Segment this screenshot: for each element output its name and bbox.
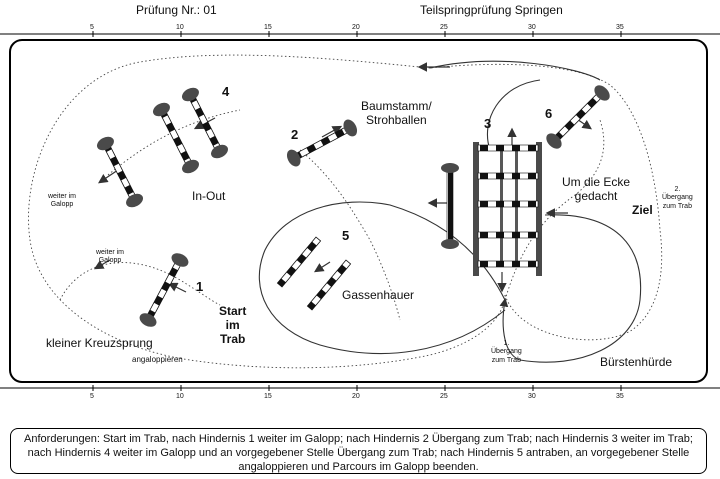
bottom-tick-label: 15: [264, 393, 272, 400]
obstacle-number-3: 3: [484, 116, 492, 131]
bottom-tick-label: 5: [90, 393, 94, 400]
obstacle-4a: [97, 136, 143, 208]
top-tick-label: 5: [90, 24, 94, 31]
obstacle-1: [139, 253, 189, 327]
requirements-text: Anforderungen: Start im Trab, nach Hinde…: [10, 428, 707, 474]
obstacle-2: [286, 119, 358, 167]
bottom-tick-label: 20: [352, 393, 360, 400]
obstacle-3-grid: [473, 142, 542, 276]
exam-number: Prüfung Nr.: 01: [136, 3, 217, 17]
obstacle-4b: [153, 102, 199, 174]
top-tick-label: 25: [440, 24, 448, 31]
obstacle-number-2: 2: [291, 127, 299, 142]
obstacle-4c: [182, 87, 228, 159]
bottom-tick-label: 25: [440, 393, 448, 400]
solid-track: [258, 60, 642, 363]
obstacle-number-6: 6: [545, 106, 553, 121]
bottom-tick-label: 30: [528, 393, 536, 400]
obstacle-number-1: 1: [196, 279, 204, 294]
label-angaloppieren: angaloppieren: [132, 355, 183, 364]
label-kreuzsprung: kleiner Kreuzsprung: [46, 336, 153, 350]
label-in-out: In-Out: [192, 189, 226, 203]
top-tick-label: 15: [264, 24, 272, 31]
label-ziel: Ziel: [632, 203, 653, 217]
obstacle-6: [546, 85, 610, 149]
top-tick-label: 10: [176, 24, 184, 31]
bottom-tick-label: 10: [176, 393, 184, 400]
label-um-die-ecke: Um die Ecke gedacht: [562, 175, 631, 203]
bottom-tick-label: 35: [616, 393, 624, 400]
top-scale: [0, 31, 720, 37]
riding-track: [28, 54, 663, 369]
label-weiter-galopp-1: weiter im Galopp: [48, 193, 77, 209]
top-tick-label: 20: [352, 24, 360, 31]
test-title: Teilspringprüfung Springen: [420, 3, 563, 17]
arena-border: [9, 39, 708, 383]
label-weiter-galopp-2: weiter im Galopp: [96, 249, 125, 265]
obstacle-5a: [276, 236, 322, 288]
label-start: Start im Trab: [219, 304, 247, 346]
top-tick-label: 35: [616, 24, 624, 31]
label-baumstamm: Baumstamm/ Strohballen: [361, 99, 432, 127]
label-uebergang-1: 1. Übergang zum Trab: [491, 340, 522, 364]
obstacle-number-5: 5: [342, 228, 350, 243]
top-tick-label: 30: [528, 24, 536, 31]
obstacle-5b: [306, 259, 352, 311]
obstacle-3-side: [441, 163, 459, 249]
bottom-scale: [0, 385, 720, 391]
label-uebergang-2: 2. Übergang zum Trab: [662, 186, 693, 210]
obstacle-number-4: 4: [222, 84, 230, 99]
label-gassenhauer: Gassenhauer: [342, 288, 415, 302]
label-buerstenhuerde: Bürstenhürde: [600, 355, 673, 369]
